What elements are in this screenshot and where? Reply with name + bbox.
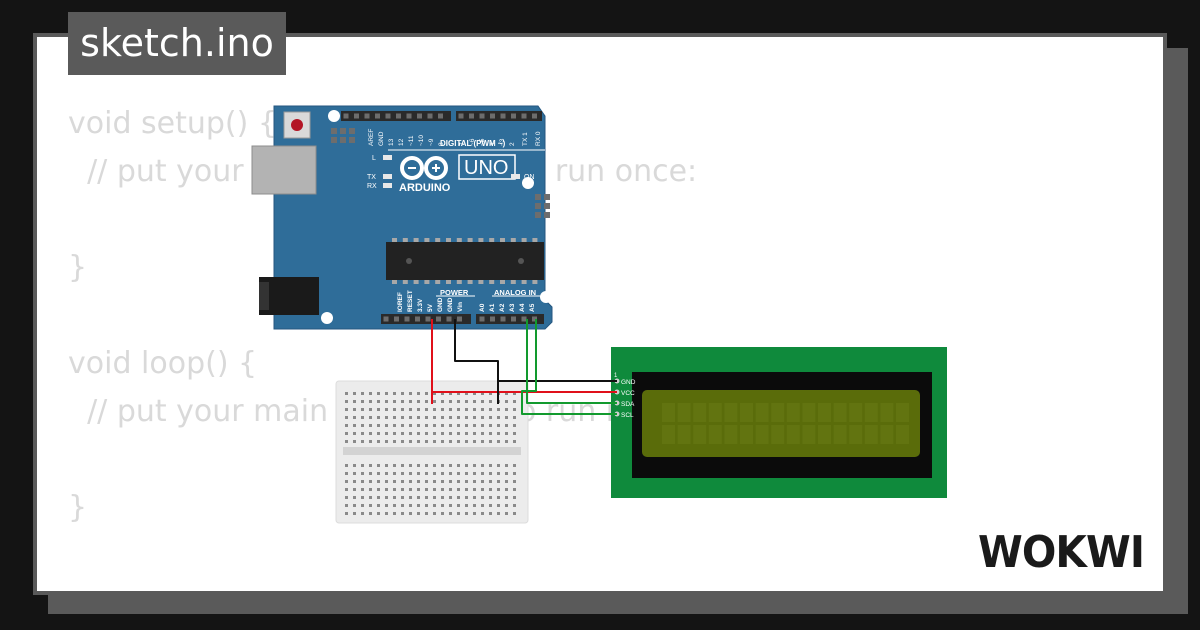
analog-header [476,314,544,324]
led-on-label: ON [524,174,535,181]
led-tx-label: TX [367,174,376,181]
wire-sda[interactable] [526,319,617,404]
digital-pin-label: 2 [509,142,516,146]
mounting-hole [328,110,340,122]
power-pin-label: GND [447,297,454,312]
breadboard[interactable] [335,380,529,524]
board-model: UNO [464,157,508,179]
usb-port [251,145,317,195]
arduino-logo-icon [400,156,448,180]
digital-pin-label: RX 0 [535,131,542,146]
power-pin-label: GND [437,297,444,312]
arduino-brand: ARDUINO [399,182,451,194]
digital-pin-label: 4 [489,142,496,146]
power-pin-label: 5V [427,303,434,312]
digital-pin-label: ~5 [479,138,486,146]
wokwi-logo[interactable]: WOKWI [976,525,1152,577]
led-l [383,155,392,160]
wokwi-logo-text: WOKWI [978,527,1144,577]
mounting-hole [540,291,552,303]
wire-scl[interactable] [521,319,617,415]
lcd-pin-1-marker: 1 [614,373,618,379]
power-label: POWER [440,288,469,297]
power-pin-label: RESET [407,290,414,312]
analog-pin-label: A0 [479,303,486,312]
digital-header-right [456,111,542,121]
lcd-pin-sda: SDA [621,401,635,408]
digital-pin-label: GND [378,131,385,146]
code-line-4: } [68,250,88,285]
led-on [511,174,520,179]
led-rx-label: RX [367,183,377,190]
led-tx [383,174,392,179]
digital-pin-label: 7 [459,142,466,146]
analog-pin-label: A4 [519,303,526,312]
analog-pin-label: A1 [489,303,496,312]
lcd-pin-vcc: VCC [621,390,635,397]
power-pin-label: Vin [457,302,464,312]
power-pin-label: 3.3V [417,298,424,312]
digital-pin-label: 13 [388,138,395,146]
lcd-pin-gnd: GND [621,379,636,386]
mounting-hole [321,312,333,324]
digital-pin-label: ~11 [408,135,415,146]
code-line-6: void loop() { [68,346,258,381]
analog-pin-label: A2 [499,303,506,312]
lcd-1602-i2c[interactable]: 1 GND VCC SDA SCL [611,347,947,498]
digital-label: DIGITAL (PWM ~) [440,139,506,148]
code-line-1: void setup() { [68,106,277,141]
digital-pin-label: 12 [398,138,405,146]
preview-card [33,33,1167,595]
led-rx [383,183,392,188]
led-l-label: L [372,155,376,162]
wire-gnd[interactable] [454,319,499,404]
microcontroller-chip [386,242,544,280]
digital-pin-label: TX 1 [522,132,529,146]
mounting-hole [522,177,534,189]
analog-pin-label: A5 [529,303,536,312]
digital-pin-label: AREF [368,129,375,146]
file-name-tab[interactable]: sketch.ino [68,12,286,75]
digital-pin-label: 8 [438,142,445,146]
code-line-9: } [68,490,88,525]
lcd-pin-scl: SCL [621,412,634,419]
lcd-screen [642,390,920,457]
analog-pin-label: A3 [509,303,516,312]
digital-pin-label: ~10 [418,135,425,146]
power-pin-label: IOREF [397,292,404,312]
digital-pin-label: ~6 [469,138,476,146]
digital-pin-label: ~9 [428,138,435,146]
digital-pin-label: ~3 [499,138,506,146]
analog-label: ANALOG IN [494,288,536,297]
icsp-header [331,128,550,218]
